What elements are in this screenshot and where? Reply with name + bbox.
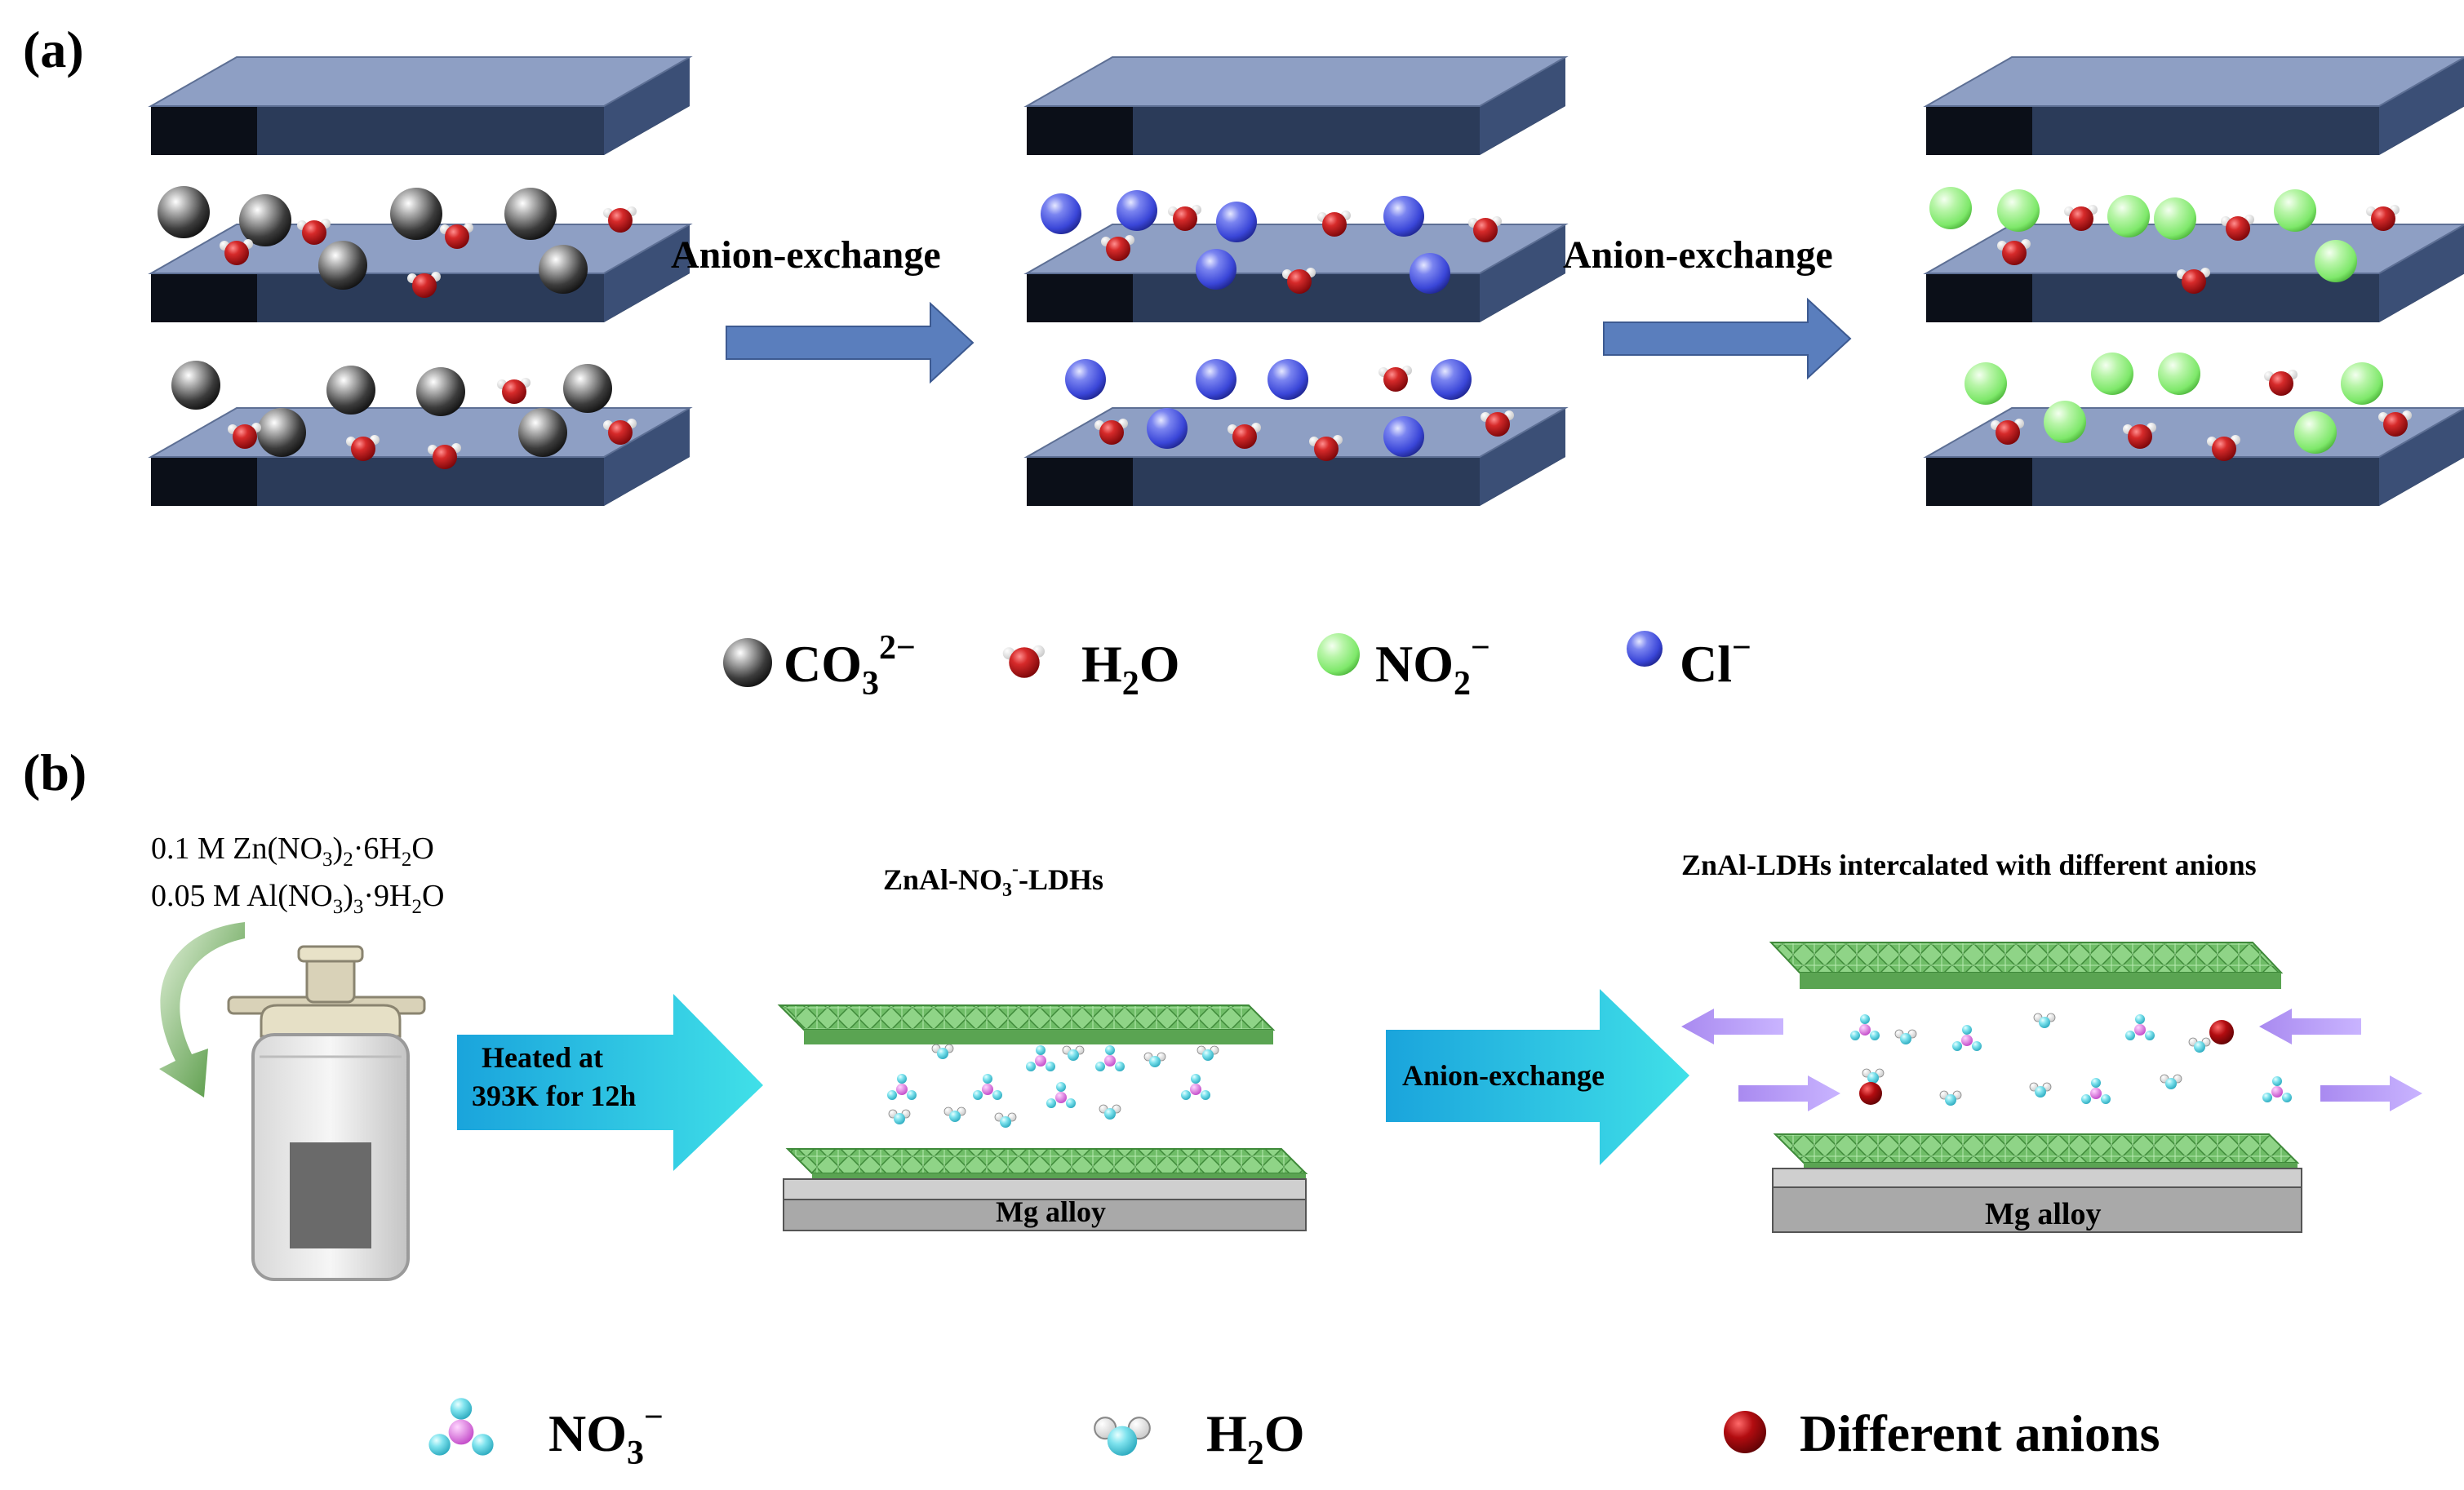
water-group — [888, 1044, 1219, 1129]
ldh-title: ZnAl-NO3--LDHs — [883, 858, 1103, 901]
legend-nitrite-label: NO2− — [1375, 629, 1490, 703]
legend-nitrate-label: NO3− — [548, 1399, 664, 1472]
exchange-arrow: Anion-exchange — [1386, 989, 1689, 1165]
chloride-ion-group — [1041, 190, 1472, 457]
heat-arrow: Heated at 393K for 12h — [457, 994, 763, 1171]
carbonate-ion-group — [158, 186, 612, 457]
nitrite-sphere-icon — [1317, 633, 1360, 676]
legend-chloride-label: Cl− — [1680, 629, 1751, 693]
legend-panel-b: NO3− H2O Different anions — [428, 1398, 2160, 1472]
chloride-sphere-icon — [1627, 631, 1663, 667]
diffusion-arrows — [1681, 1009, 2422, 1111]
anion-sphere-group — [1859, 1020, 2234, 1105]
carbonate-sphere-icon — [723, 638, 772, 687]
nitrite-ion-group — [1929, 187, 2383, 454]
ldh-stack-chloride — [1026, 56, 1566, 507]
panel-a-label: (a) — [23, 20, 84, 78]
ldh-nitrate-structure: Mg alloy — [777, 1004, 1308, 1231]
substrate-label-2: Mg alloy — [1985, 1197, 2101, 1231]
ldh-stack-carbonate — [150, 56, 690, 507]
curved-arrow-icon — [159, 922, 245, 1098]
final-title: ZnAl-LDHs intercalated with different an… — [1681, 849, 2257, 881]
legend-water-label: H2O — [1081, 635, 1180, 703]
exchange-label: Anion-exchange — [1402, 1059, 1605, 1092]
reagent-line-2: 0.05 M Al(NO3)3·9H2O — [151, 879, 444, 918]
autoclave-icon — [227, 945, 426, 1281]
legend-panel-a: CO32− H2O NO2− Cl− — [723, 629, 1751, 703]
anion-exchange-label-1: Anion-exchange — [671, 233, 941, 277]
process-arrow-2 — [1603, 297, 1852, 380]
heat-label-2: 393K for 12h — [472, 1080, 636, 1112]
reagent-line-1: 0.1 M Zn(NO3)2·6H2O — [151, 831, 434, 871]
anion-exchange-label-2: Anion-exchange — [1563, 233, 1833, 277]
water-molecule-icon — [1002, 645, 1045, 678]
process-arrow-1 — [726, 301, 975, 384]
ldh-stack-nitrite — [1925, 56, 2464, 507]
water-group — [1862, 1013, 2211, 1106]
ldh-exchanged-structure: Mg alloy — [1681, 942, 2422, 1233]
water-molecule-icon — [1093, 1416, 1152, 1457]
substrate-label-1: Mg alloy — [996, 1195, 1106, 1228]
heat-label-1: Heated at — [482, 1041, 603, 1074]
legend-anions-label: Different anions — [1800, 1404, 2160, 1462]
legend-carbonate-label: CO32− — [784, 629, 916, 703]
nitrate-molecule-icon — [428, 1398, 494, 1456]
legend-water-label-b: H2O — [1206, 1404, 1305, 1472]
anion-sphere-icon — [1724, 1411, 1766, 1453]
panel-b-label: (b) — [23, 743, 87, 801]
